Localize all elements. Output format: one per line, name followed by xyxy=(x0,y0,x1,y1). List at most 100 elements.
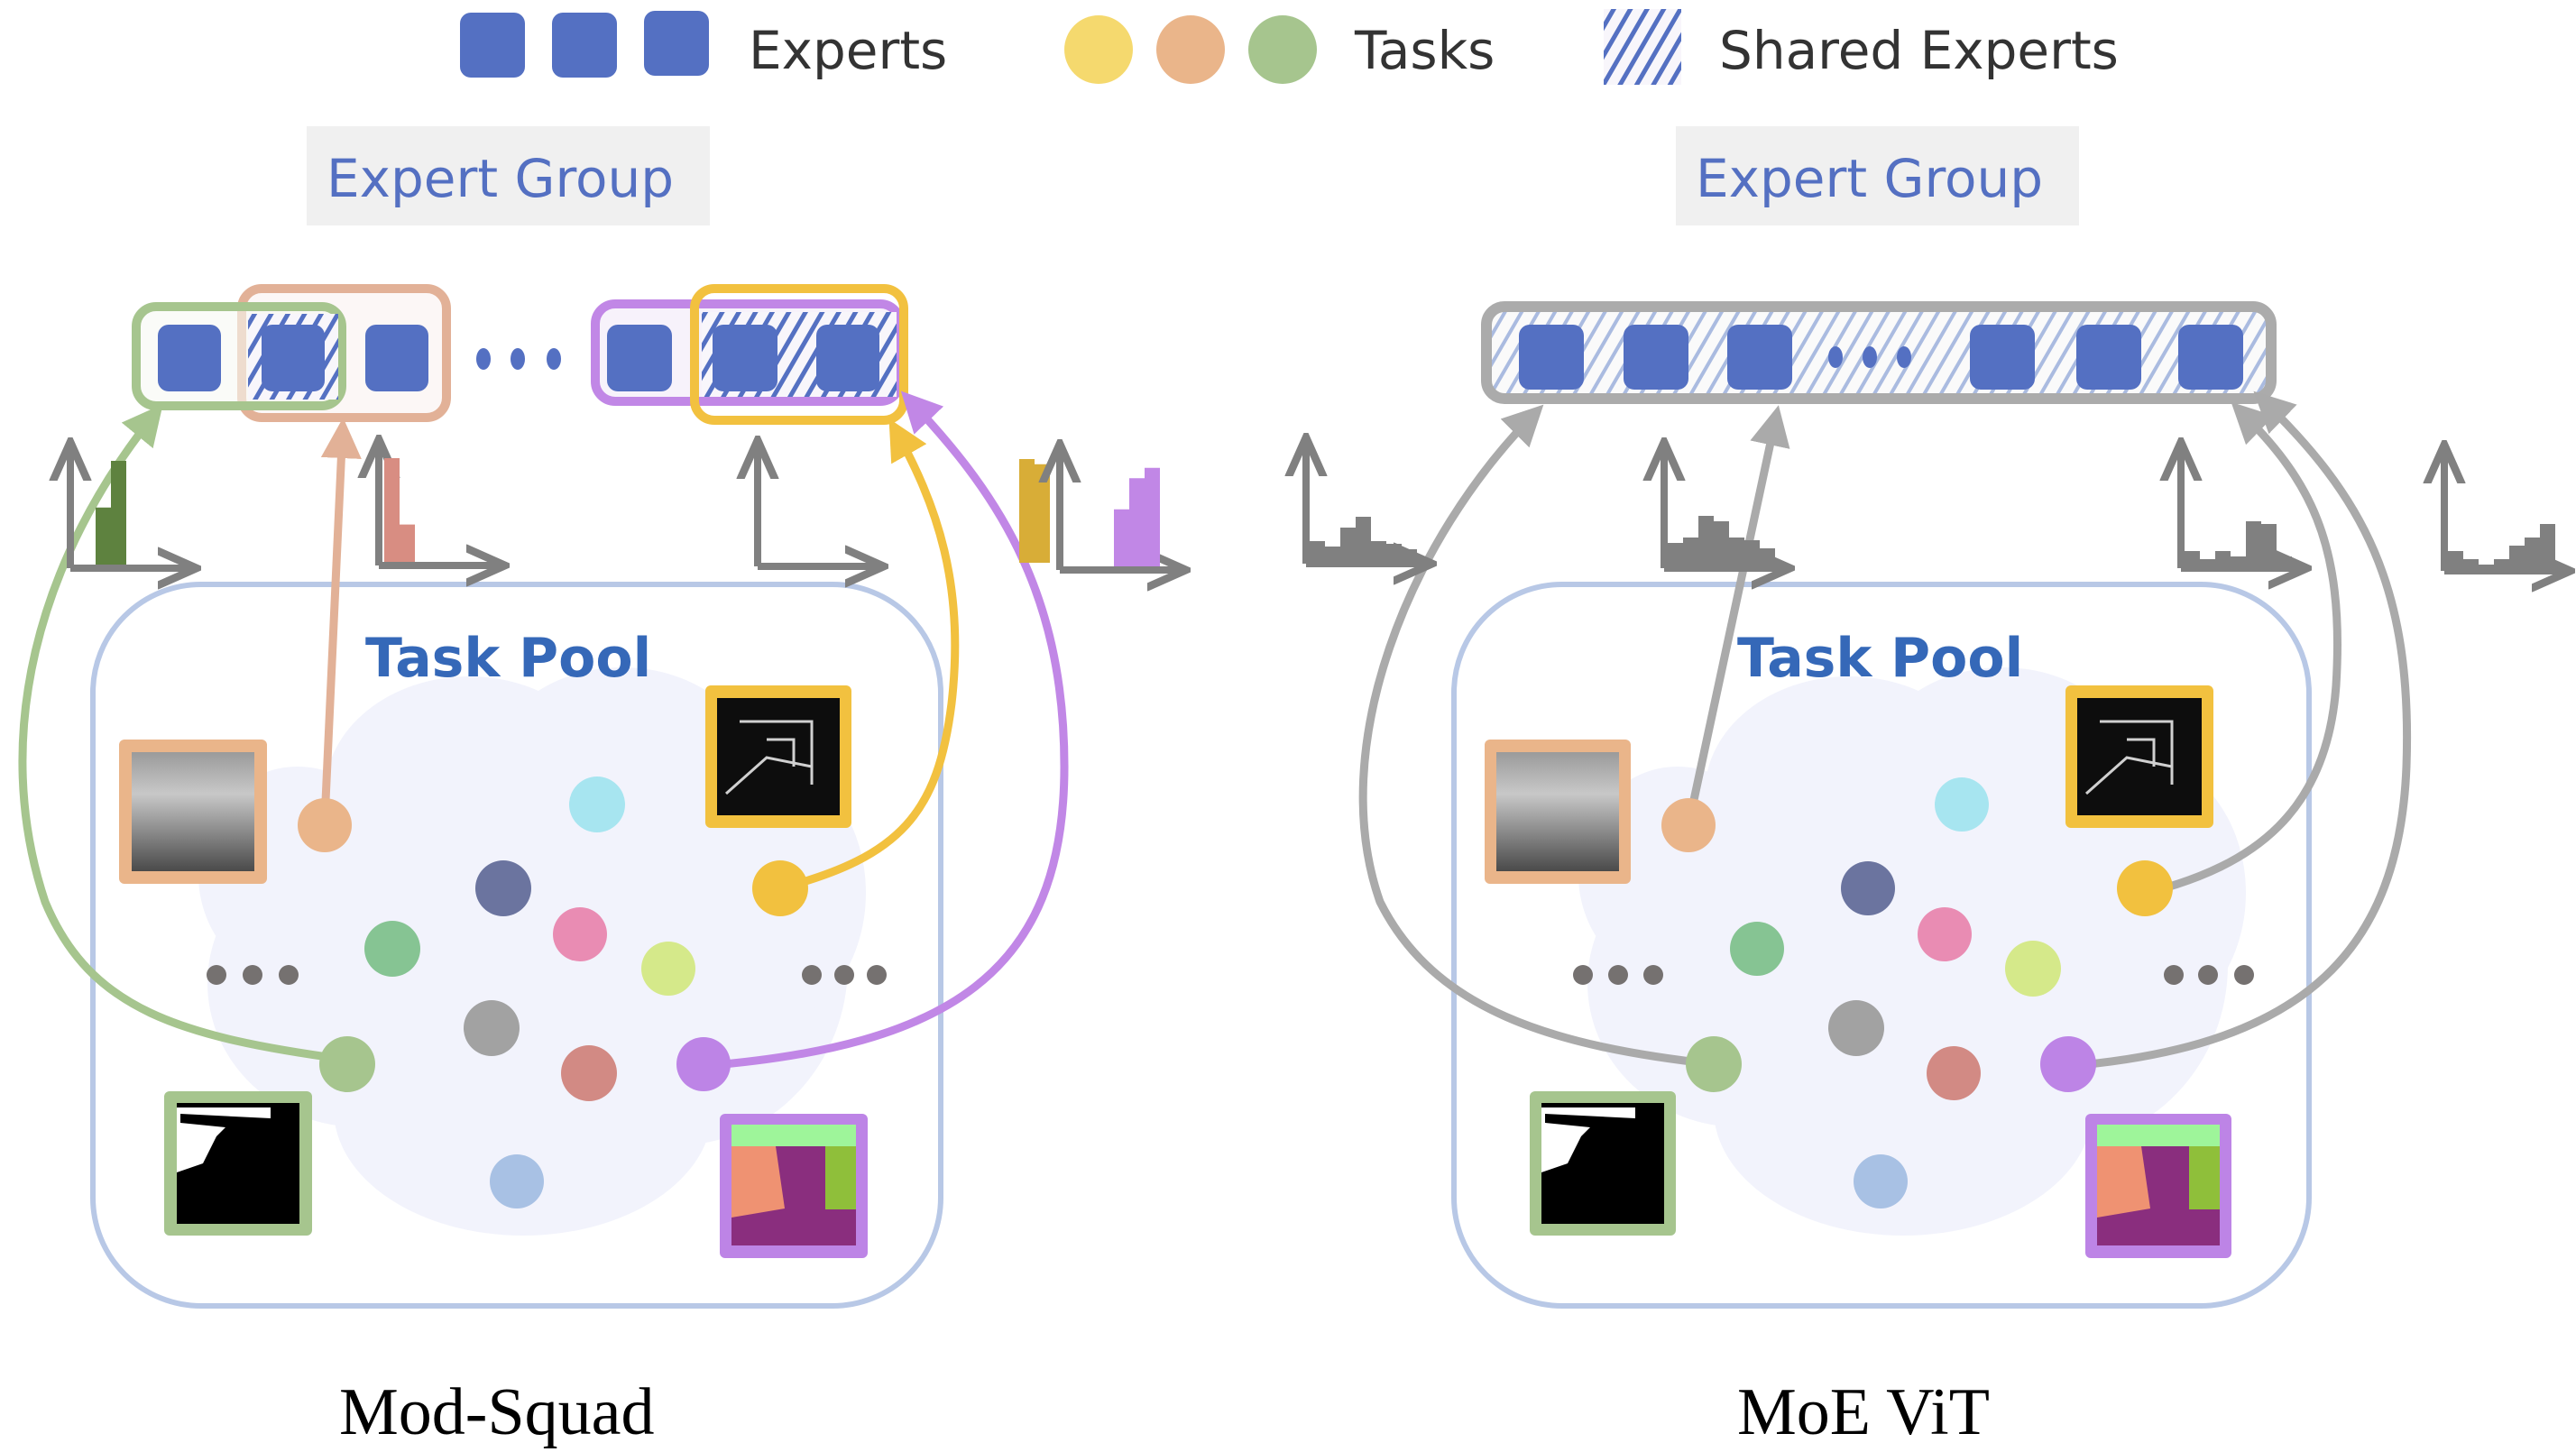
ellipsis-dot xyxy=(1863,346,1877,368)
histogram-bar xyxy=(2261,524,2277,565)
histograms-moe-vit xyxy=(1306,437,2571,571)
expert-block xyxy=(1624,325,1688,390)
histogram-bar xyxy=(96,507,111,565)
expert-group-label-bg xyxy=(1676,126,2079,225)
ellipsis-dot xyxy=(243,965,262,985)
histogram-yellow xyxy=(2181,442,2307,568)
histograms-mod-squad xyxy=(70,439,1186,570)
normals-thumbnail xyxy=(2085,1114,2231,1258)
task-dot-lime xyxy=(641,942,695,996)
task-dot-pink xyxy=(553,907,607,961)
normals-thumbnail xyxy=(720,1114,868,1258)
histogram-bar xyxy=(2540,524,2555,567)
task-dot-sage xyxy=(1686,1036,1742,1092)
caption-mod-squad: Mod-Squad xyxy=(339,1375,654,1449)
histogram-purple xyxy=(1060,444,1186,570)
histogram-bar xyxy=(1744,540,1760,565)
task-dot-yellow xyxy=(2117,860,2173,916)
expert-block xyxy=(1970,325,2035,390)
histogram-bar xyxy=(111,461,126,565)
routing-arrow-yellow xyxy=(2145,401,2342,897)
group-box-yellow xyxy=(690,284,908,425)
ellipsis-dot xyxy=(2234,965,2254,985)
expert-block xyxy=(607,325,672,391)
task-dot-blue xyxy=(490,1154,544,1208)
histogram-bar xyxy=(1019,459,1035,563)
task-dot-cyan xyxy=(1935,777,1989,832)
edge-thumbnail xyxy=(705,685,851,828)
histogram-green xyxy=(70,442,197,568)
legend-task-dot xyxy=(1064,15,1133,84)
legend-task-dot xyxy=(1156,15,1225,84)
legend-expert-square xyxy=(460,13,525,78)
shared-expert-group-box xyxy=(1481,301,2277,404)
routing-arrow-purple xyxy=(2068,391,2412,1071)
task-dot-navy xyxy=(475,860,531,916)
ellipsis-dot xyxy=(1828,346,1843,368)
histogram-bar xyxy=(1340,528,1356,560)
depth-thumbnail xyxy=(1485,740,1631,884)
expert-block xyxy=(158,325,221,391)
histogram-bar xyxy=(1114,509,1129,566)
task-dot-gray xyxy=(464,1000,520,1056)
task-dot-lime xyxy=(2005,941,2061,997)
histogram-bar xyxy=(1145,467,1160,566)
histogram-orange xyxy=(379,439,505,565)
histogram-bar xyxy=(1729,538,1744,565)
panel-moe-vit: Expert Group Task Pool xyxy=(1306,126,2571,1449)
ellipsis-dot xyxy=(279,965,299,985)
expert-block xyxy=(816,325,879,391)
legend-experts-label: Experts xyxy=(749,20,947,81)
histogram-bar xyxy=(1129,478,1145,566)
task-dot-orange xyxy=(298,798,352,852)
histogram-bar xyxy=(1714,521,1729,565)
segmentation-thumbnail xyxy=(164,1091,312,1236)
task-dot-orange xyxy=(1661,798,1716,852)
histogram-bar xyxy=(2215,551,2231,565)
legend: Experts Tasks Shared Experts xyxy=(460,9,2119,85)
task-dot-purple xyxy=(2040,1036,2096,1092)
histogram-bar xyxy=(2200,559,2215,565)
expert-block xyxy=(1727,325,1792,390)
task-dot-green xyxy=(1730,922,1784,976)
legend-shared-label: Shared Experts xyxy=(1719,20,2119,81)
histogram-orange xyxy=(1664,442,1790,568)
expert-block xyxy=(713,325,777,391)
expert-block xyxy=(2076,325,2141,390)
histogram-bar xyxy=(1683,538,1698,565)
task-dot-cyan xyxy=(569,777,625,832)
task-dot-yellow xyxy=(752,860,808,916)
histogram-bar xyxy=(1310,541,1325,560)
legend-expert-square xyxy=(644,11,709,76)
ellipsis-dot xyxy=(2164,965,2184,985)
ellipsis-dot xyxy=(476,348,491,370)
legend-expert-square xyxy=(552,13,617,78)
ellipsis-dot xyxy=(1573,965,1593,985)
task-dot-rose xyxy=(1927,1046,1981,1100)
panel-mod-squad: Expert Group Task Pool xyxy=(18,126,1186,1449)
histogram-bar xyxy=(1402,549,1417,560)
histogram-purple xyxy=(2444,445,2571,571)
ellipsis-dot xyxy=(802,965,822,985)
legend-shared-swatch xyxy=(1604,9,1681,85)
task-dot-pink xyxy=(1918,907,1972,961)
caption-moe-vit: MoE ViT xyxy=(1737,1375,1990,1449)
histogram-bar xyxy=(2494,559,2509,567)
task-dot-navy xyxy=(1841,861,1895,915)
expert-block xyxy=(262,325,325,391)
depth-thumbnail xyxy=(119,740,267,884)
expert-block xyxy=(365,325,428,391)
histogram-bar xyxy=(1325,547,1340,560)
expert-group-label: Expert Group xyxy=(327,148,674,209)
histogram-bar xyxy=(1356,517,1371,560)
histogram-bar xyxy=(2246,521,2261,565)
histogram-bar xyxy=(400,524,415,562)
ellipsis-dot xyxy=(1643,965,1663,985)
histogram-bar xyxy=(384,458,400,562)
task-pool-label: Task Pool xyxy=(1737,627,2023,690)
histogram-bar xyxy=(1371,541,1386,560)
task-dot-purple xyxy=(676,1037,731,1091)
histogram-bar xyxy=(1668,543,1683,565)
task-pool-label: Task Pool xyxy=(365,627,651,690)
